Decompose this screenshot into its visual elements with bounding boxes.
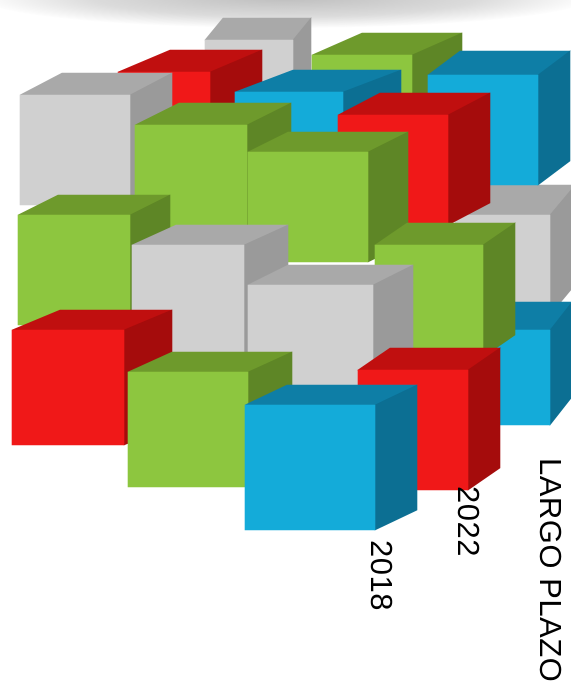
blue-cube	[244, 384, 418, 531]
cube-side-face	[482, 222, 516, 358]
cube-top-face	[204, 17, 312, 41]
cube-side-face	[374, 384, 418, 531]
year-end-vertical: 2022	[451, 486, 486, 557]
cube-front-face	[11, 329, 125, 446]
title-vertical: LARGO PLAZO	[533, 458, 568, 683]
cube-front-face	[19, 94, 131, 206]
cube-front-face	[244, 404, 376, 531]
cube-side-face	[537, 50, 571, 186]
cube-front-face	[17, 214, 131, 326]
year-start-vertical: 2018	[364, 540, 399, 611]
cube-side-face	[467, 347, 501, 491]
cube-side-face	[447, 92, 491, 226]
cube-front-face	[127, 371, 249, 488]
